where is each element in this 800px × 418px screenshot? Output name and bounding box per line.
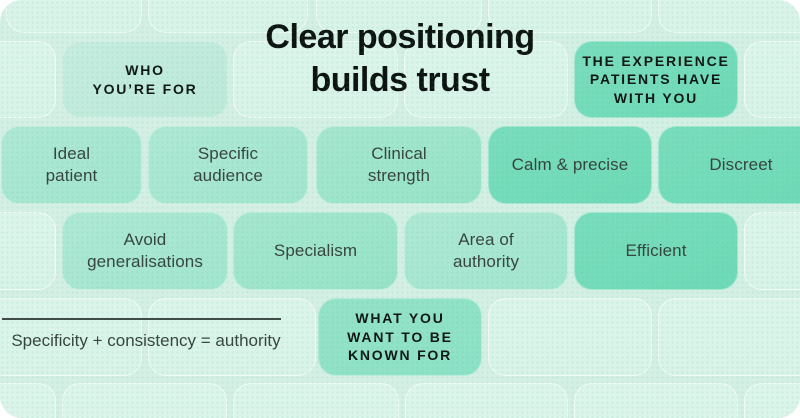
tile-specific-audience: Specific audience	[148, 126, 308, 204]
tile-efficient-label: Efficient	[625, 240, 687, 260]
background-tile	[744, 383, 800, 418]
background-tile	[658, 0, 800, 33]
background-tile	[744, 212, 800, 290]
background-tile	[148, 0, 308, 33]
background-tile	[233, 41, 398, 118]
background-tile	[0, 383, 56, 418]
tile-specialism-label: Specialism	[273, 240, 358, 260]
page-title-line2: builds trust	[310, 61, 490, 99]
background-tile	[0, 298, 142, 376]
tile-discreet: Discreet	[658, 126, 800, 204]
background-tile	[488, 298, 652, 376]
background-tile	[658, 298, 800, 376]
background-tile	[744, 41, 800, 118]
background-tile	[0, 212, 56, 290]
tile-who-youre-for: WHO YOU’RE FOR	[62, 41, 228, 118]
background-tile	[148, 298, 316, 376]
tile-area-of-authority: Area of authority	[404, 212, 568, 290]
tile-who-youre-for-label: WHO YOU’RE FOR	[92, 62, 198, 97]
page-title: Clear positioning builds trust	[180, 16, 620, 102]
tile-calm-precise-label: Calm & precise	[511, 154, 629, 174]
tile-known-for: WHAT YOU WANT TO BE KNOWN FOR	[318, 298, 482, 376]
background-tile	[6, 0, 142, 33]
tile-avoid-generalisations-label: Avoid generalisations	[87, 229, 203, 271]
tile-calm-precise: Calm & precise	[488, 126, 652, 204]
tile-experience-patients: THE EXPERIENCE PATIENTS HAVE WITH YOU	[574, 41, 738, 118]
background-tile	[316, 0, 482, 33]
tile-ideal-patient-label: Ideal patient	[45, 143, 98, 185]
tile-specific-audience-label: Specific audience	[193, 143, 263, 185]
tile-known-for-label: WHAT YOU WANT TO BE KNOWN FOR	[347, 310, 453, 364]
tile-ideal-patient: Ideal patient	[1, 126, 142, 204]
background-tile	[233, 383, 399, 418]
equation-text: Specificity + consistency = authority	[11, 331, 281, 350]
tile-experience-patients-label: THE EXPERIENCE PATIENTS HAVE WITH YOU	[582, 52, 730, 106]
tile-efficient: Efficient	[574, 212, 738, 290]
background-tile	[404, 41, 568, 118]
tile-specialism: Specialism	[233, 212, 398, 290]
background-tile	[0, 41, 56, 118]
tile-clinical-strength-label: Clinical strength	[367, 143, 431, 185]
background-tile	[574, 383, 738, 418]
tile-avoid-generalisations: Avoid generalisations	[62, 212, 228, 290]
tile-discreet-label: Discreet	[709, 154, 773, 174]
tile-area-of-authority-label: Area of authority	[452, 229, 520, 271]
equation-rule	[2, 318, 281, 320]
page-title-line1: Clear positioning	[265, 18, 535, 56]
background-tile	[62, 383, 227, 418]
background-tile	[488, 0, 652, 33]
tile-clinical-strength: Clinical strength	[316, 126, 482, 204]
background-tile	[405, 383, 568, 418]
